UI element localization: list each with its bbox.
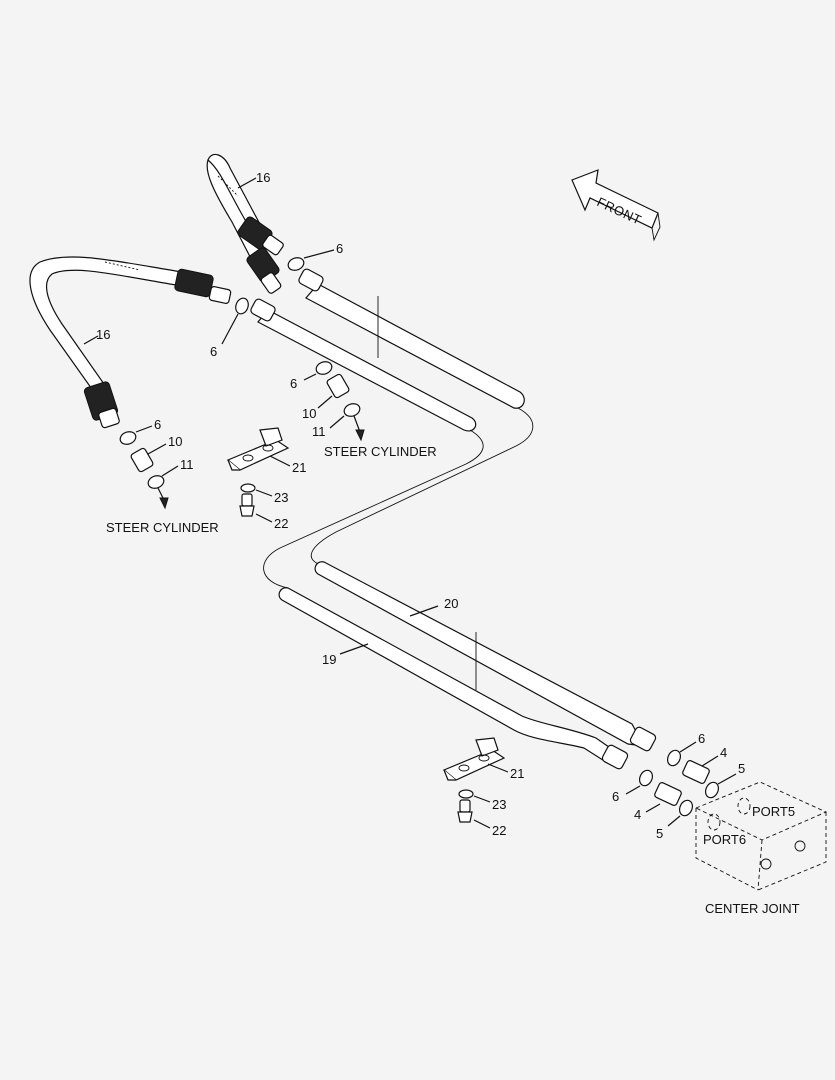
- label-steer-cylinder-right: STEER CYLINDER: [324, 444, 437, 459]
- washer-23-upper: [240, 483, 273, 497]
- bolt-22-lower: [457, 799, 491, 829]
- callout-10-left: 10: [168, 434, 182, 449]
- label-center-joint: CENTER JOINT: [705, 901, 800, 916]
- callout-11-left: 11: [180, 457, 194, 472]
- washer-23-lower: [458, 789, 491, 803]
- callout-6-b: 6: [210, 344, 217, 359]
- hose-16-left-crimp-top: [174, 268, 232, 304]
- callout-6-e: 6: [698, 731, 705, 746]
- callout-10-right: 10: [302, 406, 316, 421]
- hose-16-upper-crimp-b: [246, 247, 282, 294]
- oring-11-left: [147, 465, 179, 510]
- oring-11-right: [329, 403, 365, 442]
- callout-6-f: 6: [612, 789, 619, 804]
- hose-16-left-crimp-bottom: [83, 381, 120, 429]
- connector-10-right: [317, 373, 350, 409]
- callout-21-lower: 21: [510, 766, 524, 781]
- label-steer-cylinder-left: STEER CYLINDER: [106, 520, 219, 535]
- clamp-21-upper: [226, 427, 291, 471]
- callout-11-right: 11: [312, 424, 326, 439]
- callout-16-left: 16: [96, 327, 110, 342]
- callout-21-upper: 21: [292, 460, 306, 475]
- callout-20: 20: [444, 596, 458, 611]
- clamp-21-lower: [442, 737, 509, 781]
- oring-6-e: [666, 741, 697, 767]
- hose-16-upper-crimp-a: [237, 216, 284, 256]
- upper-tubes: [250, 268, 525, 432]
- adapter-4-lower: [645, 782, 682, 813]
- callout-19: 19: [322, 652, 336, 667]
- callout-16-upper: 16: [256, 170, 270, 185]
- callout-5-lower: 5: [656, 826, 663, 841]
- oring-6-b: [221, 297, 249, 345]
- oring-6-a: [287, 249, 335, 271]
- oring-5-lower: [667, 799, 694, 827]
- callout-22-lower: 22: [492, 823, 506, 838]
- tube-routing-guide: [263, 407, 534, 589]
- oring-6-d: [119, 425, 153, 445]
- oring-6-c: [303, 361, 333, 381]
- callout-6-c: 6: [290, 376, 297, 391]
- connector-10-left: [130, 443, 167, 473]
- callout-6-d: 6: [154, 417, 161, 432]
- tube-19: [278, 587, 629, 770]
- callout-4-lower: 4: [634, 807, 641, 822]
- bolt-22-upper: [239, 493, 273, 523]
- front-direction-arrow: FRONT: [571, 169, 661, 242]
- label-port5: PORT5: [752, 804, 795, 819]
- callout-22-upper: 22: [274, 516, 288, 531]
- callout-23-lower: 23: [492, 797, 506, 812]
- tube-20: [314, 561, 657, 752]
- callout-5-upper: 5: [738, 761, 745, 776]
- hose-16-upper: [206, 153, 284, 294]
- adapter-4-upper: [682, 755, 719, 784]
- label-port6: PORT6: [703, 832, 746, 847]
- callout-4-upper: 4: [720, 745, 727, 760]
- center-joint-block: [694, 781, 828, 891]
- oring-5-upper: [704, 773, 737, 799]
- oring-6-f: [625, 769, 654, 795]
- callout-6-a: 6: [336, 241, 343, 256]
- hose-16-left: [29, 256, 232, 429]
- callout-23-upper: 23: [274, 490, 288, 505]
